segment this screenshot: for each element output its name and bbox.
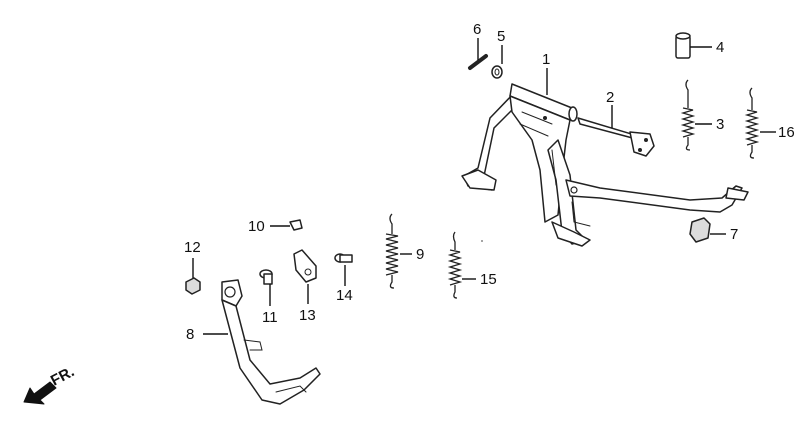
callout-10: 10 bbox=[248, 218, 265, 235]
callout-4: 4 bbox=[716, 39, 724, 56]
callout-5: 5 bbox=[497, 28, 505, 45]
spring-9 bbox=[385, 213, 399, 289]
callout-11: 11 bbox=[262, 309, 278, 326]
callout-1: 1 bbox=[542, 51, 550, 68]
callout-8: 8 bbox=[186, 326, 194, 343]
callout-7: 7 bbox=[730, 226, 738, 243]
spring-16 bbox=[744, 87, 760, 159]
callout-3: 3 bbox=[716, 116, 724, 133]
front-arrow-icon bbox=[23, 381, 57, 405]
washer bbox=[491, 65, 503, 79]
callout-labels: 1 2 3 4 5 6 7 8 9 10 11 12 13 14 15 16 bbox=[184, 21, 795, 343]
bolt-14 bbox=[334, 253, 353, 263]
cotter-pin bbox=[468, 54, 488, 70]
spring-3 bbox=[680, 79, 696, 151]
callout-2: 2 bbox=[606, 89, 614, 106]
front-direction-indicator: FR. bbox=[23, 363, 77, 405]
callout-13: 13 bbox=[299, 307, 316, 324]
nut bbox=[185, 277, 201, 295]
leader-lines bbox=[192, 38, 776, 335]
bolt-11 bbox=[259, 269, 273, 285]
main-stand bbox=[461, 83, 749, 247]
callout-9: 9 bbox=[416, 246, 424, 263]
rubber-stopper bbox=[689, 217, 711, 243]
callout-12: 12 bbox=[184, 239, 201, 256]
spring-15 bbox=[447, 231, 463, 299]
side-stand bbox=[221, 279, 321, 405]
callout-14: 14 bbox=[336, 287, 353, 304]
pivot-bolt bbox=[577, 117, 655, 157]
bracket-13 bbox=[293, 249, 317, 283]
small-bolt bbox=[289, 219, 303, 231]
callout-15: 15 bbox=[480, 271, 497, 288]
collar bbox=[675, 32, 691, 59]
callout-6: 6 bbox=[473, 21, 481, 38]
callout-16: 16 bbox=[778, 124, 795, 141]
